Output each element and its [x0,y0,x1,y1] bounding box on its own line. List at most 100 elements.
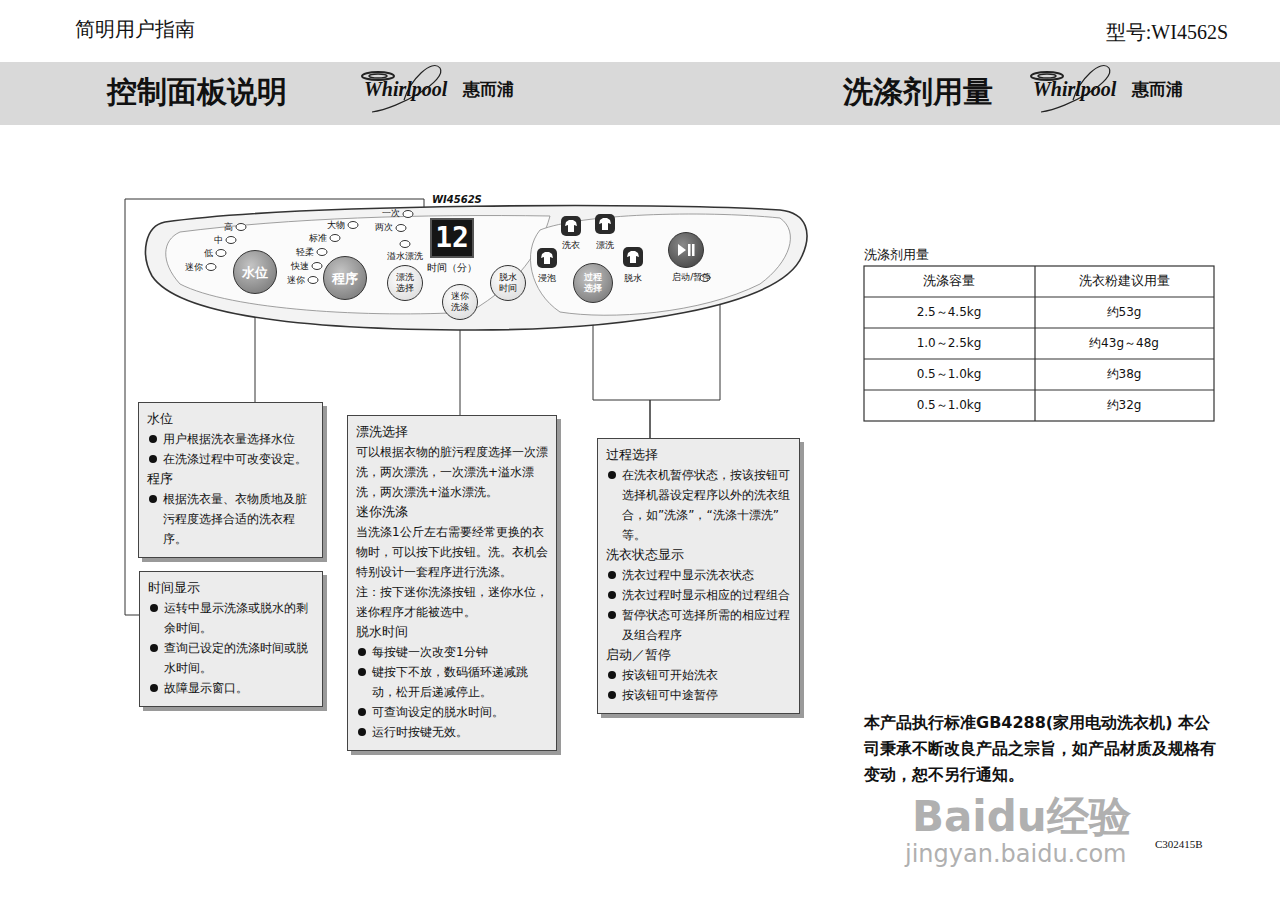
indicator-led [396,225,406,232]
bullet-dot [150,644,158,652]
callout-text: 在洗涤过程中可改变设定。 [163,452,307,466]
status-icon [537,248,557,268]
callout-text: 每按键一次改变1分钟 [372,645,488,659]
callout-text: 可查询设定的脱水时间。 [372,705,504,719]
button-label: 脱水时间 [499,272,518,294]
callout-text: 可以根据衣物的脏污程度选择一次漂洗，两次漂洗，一次漂洗+溢水漂洗，两次漂洗+溢水… [356,445,548,499]
label: Whirlpool [364,77,447,101]
callout-line: 当洗涤1公斤左右需要经常更换的衣物时，可以按下此按钮。洗。衣机会特别设计一套程序… [356,522,548,582]
button-label: 程序 [332,271,359,286]
bullet-dot [608,471,616,479]
label: 时间（分） [427,262,477,274]
callout-line: 在洗涤过程中可改变设定。 [147,449,314,469]
label: 溢水漂洗 [387,251,423,262]
label: 约38g [1107,367,1142,381]
leader-line [460,320,461,415]
label: 大物 [327,220,345,231]
callout-text: 根据洗衣量、衣物质地及脏污程度选择合适的洗衣程序。 [163,492,307,546]
callout-text: 注：按下迷你洗涤按钮，迷你水位，迷你程序才能被选中。 [356,585,548,619]
callout-line: 可查询设定的脱水时间。 [356,702,548,722]
indicator-led [348,222,358,229]
panel-button: 迷你洗涤 [442,284,478,320]
indicator-led [400,241,410,248]
callout-text: 暂停状态可选择所需的相应过程及组合程序 [622,608,790,642]
label: C302415B [1155,838,1203,851]
bullet-dot [358,648,366,656]
heading-band [0,62,1280,125]
callout-line: 运行时按键无效。 [356,722,548,742]
bullet-dot [149,435,157,443]
callout-heading: 迷你洗涤 [356,504,408,519]
callout-heading: 程序 [147,471,173,486]
callout-box: 时间显示运转中显示洗涤或脱水的剩余时间。查询已设定的洗涤时间或脱水时间。故障显示… [139,571,323,707]
callout-line: 按该钮可中途暂停 [606,685,791,705]
label: 惠而浦 [463,79,514,99]
label: jingyan.baidu.com [905,840,1126,869]
callout-line: 迷你洗涤 [356,502,548,522]
bullet-dot [608,591,616,599]
label: 轻柔 [296,247,314,258]
callout-text: 洗衣过程时显示相应的过程组合 [622,588,790,602]
label: 两次 [375,222,393,233]
bullet-dot [358,728,366,736]
panel-button: 漂洗选择 [387,265,423,301]
label: 控制面板说明 [107,74,287,110]
label: 惠而浦 [1132,79,1183,99]
indicator-led [216,250,226,257]
label: 2.5～4.5kg [917,305,982,319]
callout-line: 暂停状态可选择所需的相应过程及组合程序 [606,605,791,645]
indicator-led [236,224,246,231]
callout-line: 可以根据衣物的脏污程度选择一次漂洗，两次漂洗，一次漂洗+溢水漂洗，两次漂洗+溢水… [356,442,548,502]
model-number: WI4562S [432,194,482,205]
label: 洗涤容量 [923,273,975,289]
callout-heading: 洗衣状态显示 [606,547,684,562]
callout-line: 洗衣过程时显示相应的过程组合 [606,585,791,605]
label: 高 [224,222,233,233]
button-caption: 启动/暂停 [672,271,711,284]
label: 迷你 [287,275,305,286]
label: 型号:WI4562S [1106,20,1228,44]
label: 洗衣 [562,240,580,251]
indicator-led [330,235,340,242]
callout-line: 过程选择 [606,445,791,465]
panel-button: 过程选择 [573,263,613,303]
indicator-led [206,264,216,271]
label: 0.5～1.0kg [917,367,982,381]
callout-heading: 过程选择 [606,447,658,462]
label: 1.0～2.5kg [917,336,982,350]
time-display: 12 [430,218,474,258]
panel-inner-curve [530,214,790,315]
callout-heading: 时间显示 [148,580,200,595]
callout-box: 漂洗选择可以根据衣物的脏污程度选择一次漂洗，两次漂洗，一次漂洗+溢水漂洗，两次漂… [347,415,557,751]
callout-text: 键按下不放，数码循环递减跳动，松开后递减停止。 [372,665,528,699]
label: 简明用户指南 [75,17,195,41]
bullet-dot [149,495,157,503]
callout-line: 程序 [147,469,314,489]
indicator-led [226,237,236,244]
callout-box: 水位用户根据洗衣量选择水位在洗涤过程中可改变设定。程序根据洗衣量、衣物质地及脏污… [138,402,323,558]
bullet-dot [358,668,366,676]
bullet-dot [149,455,157,463]
callout-text: 运转中显示洗涤或脱水的剩余时间。 [164,601,308,635]
label: 0.5～1.0kg [917,398,982,412]
label: 约53g [1107,305,1142,319]
status-icon [561,216,581,236]
indicator-led [308,277,318,284]
callout-line: 注：按下迷你洗涤按钮，迷你水位，迷你程序才能被选中。 [356,582,548,622]
callout-line: 键按下不放，数码循环递减跳动，松开后递减停止。 [356,662,548,702]
label: 洗衣粉建议用量 [1079,273,1170,289]
label: 脱水 [624,273,642,284]
status-icon [595,214,615,234]
callout-text: 按该钮可中途暂停 [622,688,718,702]
label: 约43g～48g [1089,336,1159,350]
bullet-dot [150,604,158,612]
label: 约32g [1107,398,1142,412]
label: 快速 [291,261,309,272]
callout-text: 用户根据洗衣量选择水位 [163,432,295,446]
callout-heading: 漂洗选择 [356,424,408,439]
button-label: 过程选择 [584,272,603,294]
start-button: 启动/暂停 [668,232,704,268]
bullet-dot [358,708,366,716]
label: 浸泡 [538,273,556,284]
label: 洗涤剂用量 [864,247,929,263]
